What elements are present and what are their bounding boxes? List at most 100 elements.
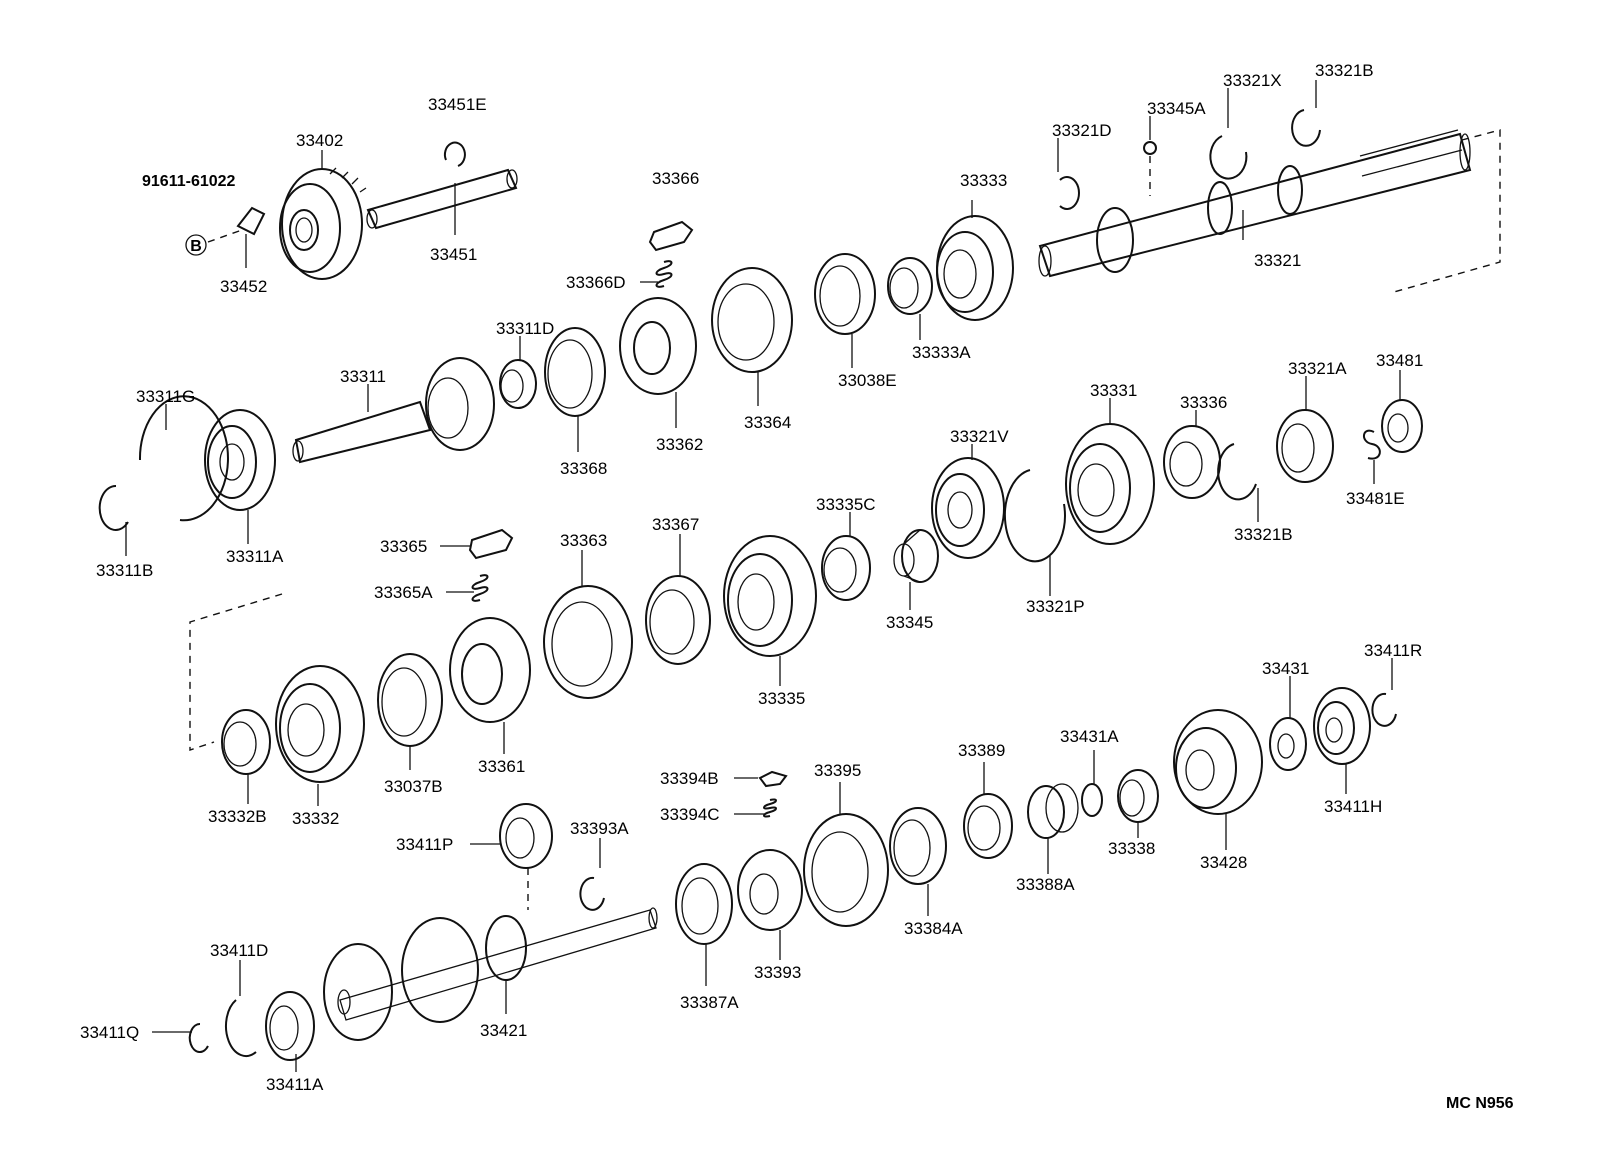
label-33394C: 33394C <box>660 805 720 824</box>
snap-ring-33321P <box>1003 469 1066 563</box>
label-33365: 33365 <box>380 537 427 556</box>
bearing-33411A <box>265 991 315 1061</box>
label-33431: 33431 <box>1262 659 1309 678</box>
synchro-ring-33037B <box>377 653 443 747</box>
bearing-33311A <box>204 409 276 511</box>
label-33332: 33332 <box>292 809 339 828</box>
label-33411P: 33411P <box>396 835 453 854</box>
label-33364: 33364 <box>744 413 791 432</box>
label-33368: 33368 <box>560 459 607 478</box>
label-33321A: 33321A <box>1288 359 1347 378</box>
label-33363: 33363 <box>560 531 607 550</box>
snap-ring-33311B <box>98 484 129 531</box>
label-33311B: 33311B <box>96 561 153 580</box>
snap-ring-33321B-top <box>1291 109 1321 147</box>
label-33421: 33421 <box>480 1021 527 1040</box>
assembly-bracket-left <box>189 593 283 751</box>
label-33335: 33335 <box>758 689 805 708</box>
label-33321X: 33321X <box>1223 71 1282 90</box>
label-33321B-top: 33321B <box>1315 61 1374 80</box>
ring-33431A <box>1081 783 1103 817</box>
countershaft-33421 <box>323 907 658 1041</box>
label-33411H: 33411H <box>1324 797 1382 816</box>
bolt-marker-b: B <box>185 234 207 256</box>
label-33452: 33452 <box>220 277 267 296</box>
key-spring-33366D <box>655 260 673 288</box>
snap-ring-33321D <box>1059 176 1080 210</box>
label-33333A: 33333A <box>912 343 971 362</box>
label-33366D: 33366D <box>566 273 626 292</box>
label-33365A: 33365A <box>374 583 433 602</box>
diagram-code: MC N956 <box>1446 1095 1514 1112</box>
snap-ring-33393A <box>579 876 605 911</box>
label-33393: 33393 <box>754 963 801 982</box>
label-33451: 33451 <box>430 245 477 264</box>
clutch-hub-33361 <box>449 617 531 723</box>
label-33321B-mid: 33321B <box>1234 525 1293 544</box>
label-33345A: 33345A <box>1147 99 1206 118</box>
label-33361: 33361 <box>478 757 525 776</box>
label-33402: 33402 <box>296 131 343 150</box>
synchro-ring-33367 <box>645 575 711 665</box>
snap-ring-33451E <box>443 141 466 167</box>
clip-33481E <box>1363 429 1381 460</box>
label-33321V: 33321V <box>950 427 1009 446</box>
snap-ring-33411Q <box>188 1022 209 1053</box>
bushing-33388A <box>1027 783 1079 839</box>
label-33411R: 33411R <box>1364 641 1422 660</box>
hub-sleeve-33364 <box>711 267 793 373</box>
label-33037B: 33037B <box>384 777 443 796</box>
bearing-33321V <box>931 457 1005 559</box>
synchro-ring-33387A <box>675 863 733 945</box>
key-spring-33365A <box>471 574 489 602</box>
thrust-washer-33431 <box>1269 717 1307 771</box>
label-33311D: 33311D <box>496 319 554 338</box>
bearing-33411H <box>1313 687 1371 765</box>
needle-bearing-33311D <box>499 359 537 409</box>
label-33321: 33321 <box>1254 251 1301 270</box>
needle-bearing-33333A <box>887 257 933 315</box>
snap-ring-33321X <box>1209 135 1248 180</box>
label-33389: 33389 <box>958 741 1005 760</box>
bearing-33411P <box>499 803 553 869</box>
label-33367: 33367 <box>652 515 699 534</box>
snap-ring-33411R <box>1371 692 1397 727</box>
shifting-key-33366 <box>648 220 694 252</box>
label-33393A: 33393A <box>570 819 629 838</box>
synchro-ring-33368 <box>544 327 606 417</box>
needle-bearing-33332B <box>221 709 271 775</box>
label-33411Q: 33411Q <box>80 1023 139 1042</box>
lock-plate-33452 <box>236 206 266 236</box>
drive-gear-33481 <box>1381 399 1423 453</box>
gear-33336 <box>1163 425 1221 499</box>
gear-33428 <box>1173 709 1263 815</box>
label-33332B: 33332B <box>208 807 267 826</box>
label-33387A: 33387A <box>680 993 739 1012</box>
label-33311A: 33311A <box>226 547 284 566</box>
gear-33331 <box>1065 423 1155 545</box>
label-33431A: 33431A <box>1060 727 1119 746</box>
synchro-ring-33384A <box>889 807 947 885</box>
label-33481: 33481 <box>1376 351 1423 370</box>
ball-33345A <box>1143 141 1157 155</box>
bearing-33321A <box>1276 409 1334 483</box>
synchro-ring-33389 <box>963 793 1013 859</box>
label-33038E: 33038E <box>838 371 897 390</box>
output-shaft-33321 <box>1038 129 1472 278</box>
label-33395: 33395 <box>814 761 861 780</box>
label-33338: 33338 <box>1108 839 1155 858</box>
label-33384A: 33384A <box>904 919 963 938</box>
hub-sleeve-33395 <box>803 813 889 927</box>
label-33321D: 33321D <box>1052 121 1112 140</box>
reverse-idler-gear-33402 <box>279 167 367 280</box>
shifting-key-33365 <box>468 528 514 560</box>
gear-33333 <box>936 215 1014 321</box>
shifting-key-33394B <box>758 770 788 788</box>
clutch-hub-33393 <box>737 849 803 931</box>
idler-shaft-33451 <box>366 168 518 230</box>
gear-33332 <box>275 665 365 783</box>
label-33428: 33428 <box>1200 853 1247 872</box>
clutch-hub-33362 <box>619 297 697 395</box>
label-33394B: 33394B <box>660 769 719 788</box>
